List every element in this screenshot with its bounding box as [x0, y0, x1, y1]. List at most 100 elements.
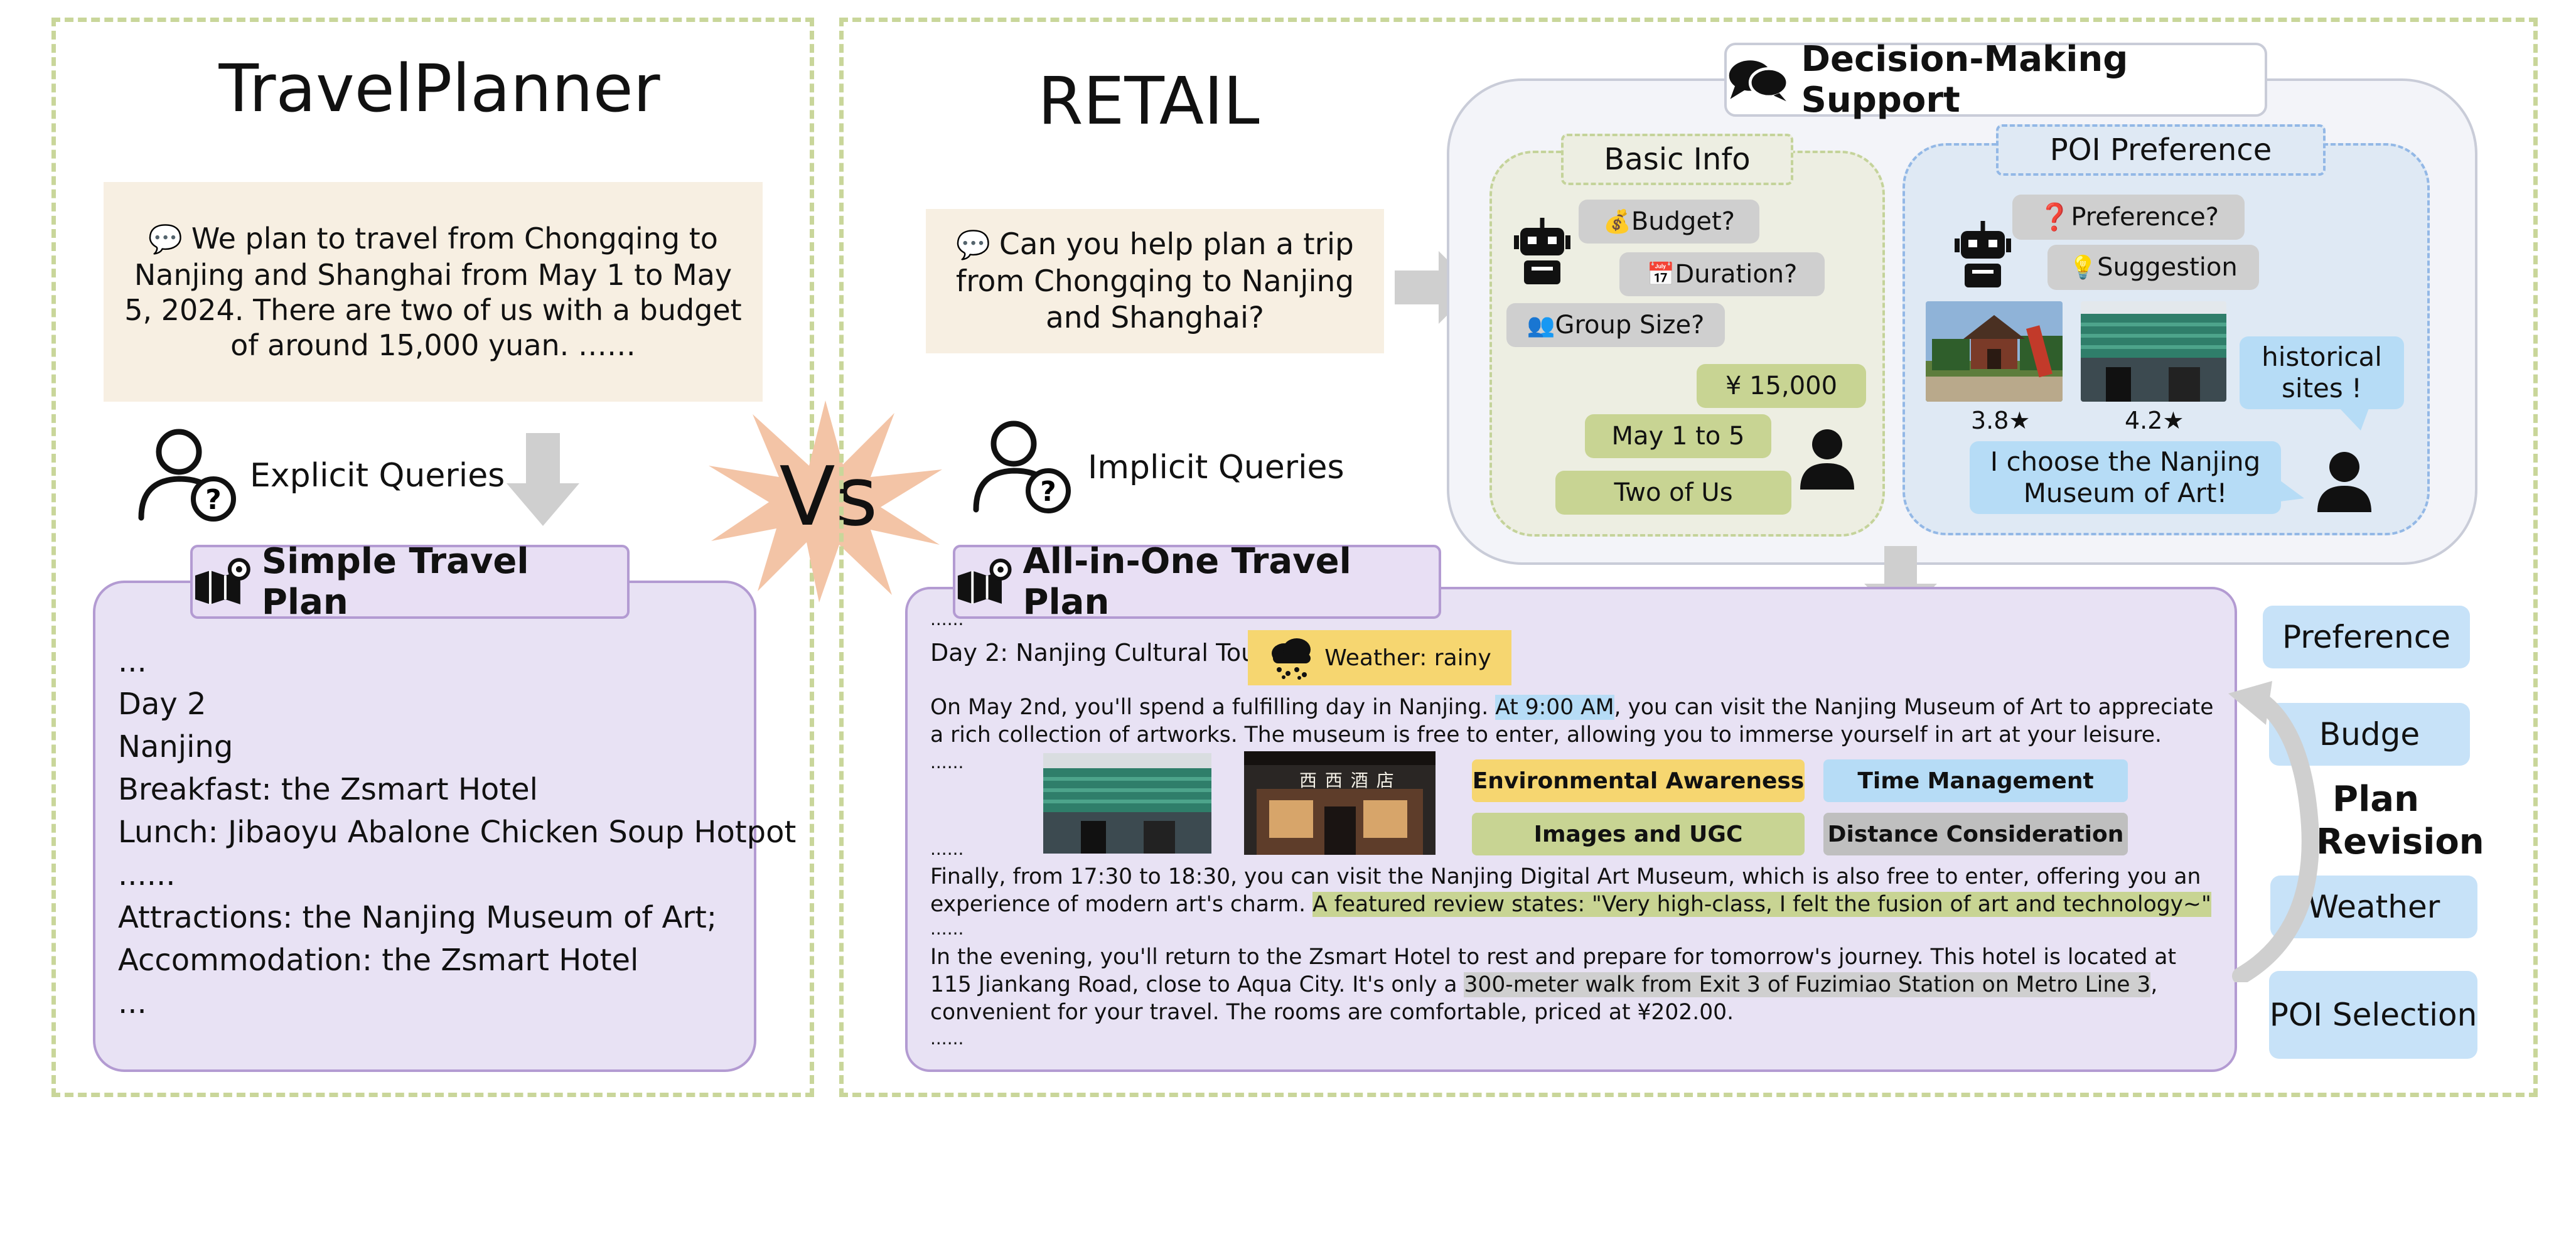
user-icon	[2317, 452, 2371, 512]
plan-line: Attractions: the Nanjing Museum of Art;	[118, 900, 717, 935]
poi-photo-museum	[2081, 301, 2226, 402]
tag-distance-consideration: Distance Consideration	[1823, 813, 2128, 855]
poi-rating-2: 4.2★	[2125, 407, 2184, 434]
poi-preference-header: POI Preference	[1996, 124, 2326, 176]
budget-question-text: Budget?	[1631, 207, 1735, 236]
review-highlight: A featured review states: "Very high-cla…	[1312, 892, 2211, 917]
all-in-one-plan-header: All-in-One Travel Plan	[953, 541, 1441, 623]
robot-icon	[1514, 218, 1570, 284]
suggestion-bubble: 💡 Suggestion	[2047, 245, 2259, 290]
paragraph-text: 115 Jiankang Road, close to Aqua City. I…	[930, 972, 1464, 997]
duration-answer-bubble: May 1 to 5	[1585, 414, 1771, 458]
implicit-query-text-wrap: 💬 Can you help plan a trip from Chongqin…	[945, 227, 1365, 336]
duration-question-text: Duration?	[1675, 260, 1798, 289]
explicit-query-box: 💬 We plan to travel from Chongqing to Na…	[104, 182, 763, 402]
budget-answer-bubble: ¥ 15,000	[1697, 364, 1866, 408]
speech-bubble-icon: 💬	[148, 223, 191, 255]
bubble-tail	[2275, 477, 2304, 502]
poi-rating-1: 3.8★	[1971, 407, 2031, 434]
day-title: Day 2: Nanjing Cultural Tour	[930, 639, 1266, 667]
preference-question-text: Preference?	[2071, 203, 2219, 232]
plan-dots: ......	[930, 918, 964, 939]
explicit-queries-label: Explicit Queries	[250, 457, 505, 495]
rain-cloud-icon	[1272, 638, 1311, 680]
group-answer-bubble: Two of Us	[1555, 471, 1791, 515]
retail-panel	[839, 18, 2538, 1097]
simple-plan-header: Simple Travel Plan	[190, 541, 630, 623]
implicit-query-text: Can you help plan a trip from Chongqing …	[955, 227, 1355, 335]
plan-revision-label: Plan Revision	[2316, 779, 2484, 862]
plan-line: Accommodation: the Zsmart Hotel	[118, 943, 639, 978]
time-highlight: At 9:00 AM	[1495, 695, 1614, 720]
speech-bubble-icon: 💬	[956, 228, 999, 261]
budget-question-bubble: 💰Budget?	[1579, 200, 1759, 244]
duration-question-bubble: 📅 Duration?	[1619, 252, 1825, 296]
dms-header: Decision-Making Support	[1724, 39, 2267, 121]
group-size-question-text: Group Size?	[1555, 311, 1705, 340]
distance-highlight: 300-meter walk from Exit 3 of Fuzimiao S…	[1464, 972, 2151, 997]
map-pin-icon	[957, 559, 1012, 604]
weather-badge: Weather: rainy	[1248, 630, 1511, 685]
plan-dots: ......	[930, 609, 964, 630]
plan-line: Nanjing	[118, 729, 233, 764]
paragraph-line: Finally, from 17:30 to 18:30, you can vi…	[930, 864, 2201, 889]
vs-burst-icon	[709, 400, 942, 603]
preference-button[interactable]: Preference	[2263, 606, 2470, 668]
vs-label: Vs	[779, 449, 878, 544]
simple-plan-title: Simple Travel Plan	[261, 541, 529, 623]
paragraph-line: In the evening, you'll return to the Zsm…	[930, 945, 2176, 970]
historical-sites-bubble: historical sites !	[2240, 336, 2404, 409]
plan-dots: ......	[930, 838, 964, 859]
plan-paragraph-2: Finally, from 17:30 to 18:30, you can vi…	[930, 863, 2211, 918]
plan-line: ...	[118, 985, 147, 1021]
user-icon	[1800, 429, 1854, 490]
implicit-queries-label: Implicit Queries	[1088, 449, 1344, 486]
svg-text:?: ?	[1040, 476, 1056, 508]
down-arrow-icon	[507, 433, 579, 526]
poi-choice-text: I choose the Nanjing Museum of Art!	[1990, 446, 2261, 508]
plan-line: Lunch: Jibaoyu Abalone Chicken Soup Hotp…	[118, 815, 797, 850]
paragraph-line: On May 2nd, you'll spend a fulfilling da…	[930, 694, 2214, 721]
money-bag-icon: 💰	[1603, 209, 1631, 235]
tag-images-ugc: Images and UGC	[1472, 813, 1805, 855]
suggestion-text: Suggestion	[2097, 253, 2238, 282]
plan-photo-museum	[1043, 753, 1211, 854]
plan-paragraph-1: On May 2nd, you'll spend a fulfilling da…	[930, 694, 2214, 749]
dms-title: Decision-Making Support	[1801, 39, 2128, 121]
all-in-one-plan-title: All-in-One Travel Plan	[1022, 541, 1351, 623]
plan-photo-hotel	[1244, 751, 1436, 855]
group-size-question-bubble: 👥 Group Size?	[1506, 303, 1725, 347]
chat-bubbles-icon	[1729, 60, 1790, 102]
implicit-query-box: 💬 Can you help plan a trip from Chongqin…	[926, 209, 1384, 353]
plan-paragraph-3: In the evening, you'll return to the Zsm…	[930, 943, 2176, 1026]
basic-info-header: Basic Info	[1561, 134, 1793, 185]
svg-text:?: ?	[205, 484, 222, 516]
robot-icon	[1955, 221, 2011, 287]
preference-question-bubble: ❓ Preference?	[2012, 195, 2245, 240]
hotel-sign: 西 西 酒 店	[1299, 770, 1395, 791]
travelplanner-title: TravelPlanner	[218, 50, 660, 127]
retail-title: RETAIL	[1038, 63, 1260, 139]
plan-line: Breakfast: the Zsmart Hotel	[118, 772, 538, 807]
explicit-query-text: We plan to travel from Chongqing to Nanj…	[124, 222, 742, 362]
paragraph-line: 115 Jiankang Road, close to Aqua City. I…	[930, 971, 2176, 999]
map-pin-icon	[195, 558, 250, 604]
paragraph-text: experience of modern art's charm.	[930, 892, 1313, 917]
paragraph-text: ,	[2150, 972, 2158, 997]
tag-time-management: Time Management	[1823, 759, 2128, 802]
poi-selection-button[interactable]: POI Selection	[2269, 971, 2477, 1059]
plan-dots: ......	[930, 1028, 964, 1049]
simple-plan-lines: ... Day 2 Nanjing Breakfast: the Zsmart …	[118, 640, 796, 1024]
plan-line: Day 2	[118, 687, 207, 722]
paragraph-text: , you can visit the Nanjing Museum of Ar…	[1614, 695, 2214, 720]
plan-dots: ......	[930, 752, 964, 773]
poi-choice-bubble: I choose the Nanjing Museum of Art!	[1970, 441, 2281, 514]
explicit-query-text-wrap: 💬 We plan to travel from Chongqing to Na…	[122, 221, 744, 363]
plan-line: ......	[118, 857, 176, 892]
revision-curve-arrow-icon	[2228, 681, 2319, 982]
user-question-icon: ?	[138, 429, 236, 522]
paragraph-line: convenient for your travel. The rooms ar…	[930, 1000, 1734, 1025]
poi-photo-temple	[1926, 301, 2063, 402]
simple-plan-box	[93, 581, 756, 1072]
bubble-tail	[2338, 407, 2369, 431]
